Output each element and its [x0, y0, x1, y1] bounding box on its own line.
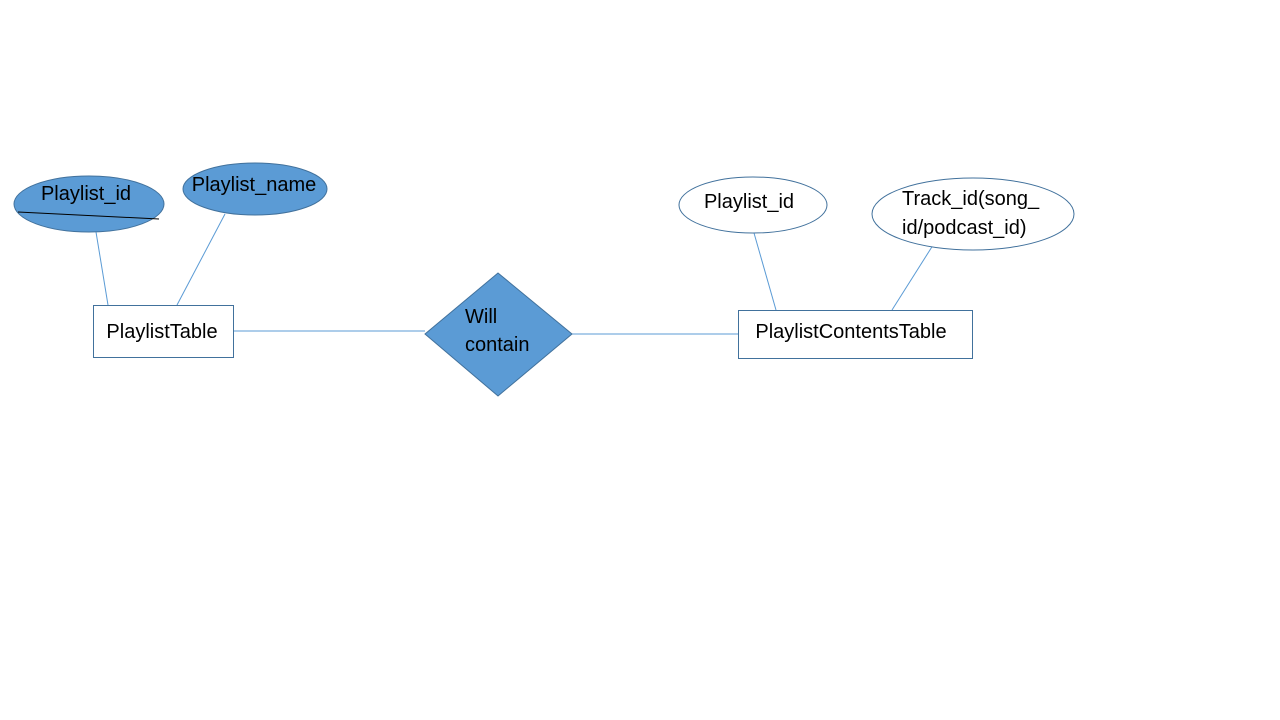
connector-playlist-id: [95, 231, 109, 306]
attribute-playlist-name-label: Playlist_name: [192, 174, 317, 196]
entity-playlist-contents-table-label: PlaylistContentsTable: [755, 321, 946, 343]
connector-contents-playlist-id: [753, 232, 777, 311]
entity-playlist-table-box: [93, 305, 234, 358]
attribute-playlist-id-shape: [13, 175, 165, 233]
attribute-playlist-name[interactable]: Playlist_name: [182, 162, 328, 216]
relationship-label-line2: contain: [465, 334, 530, 356]
entity-playlist-table-label: PlaylistTable: [106, 321, 217, 343]
attribute-contents-playlist-id-shape: [678, 176, 828, 234]
entity-playlist-contents-table[interactable]: PlaylistContentsTable: [738, 310, 973, 359]
attribute-contents-playlist-id[interactable]: Playlist_id: [678, 176, 828, 234]
entity-playlist-table[interactable]: PlaylistTable: [93, 305, 234, 358]
attribute-playlist-name-shape: [182, 162, 328, 216]
attribute-track-id-label-line2: id/podcast_id): [902, 217, 1027, 239]
attribute-track-id-shape: [871, 177, 1075, 251]
connectors: [95, 213, 936, 335]
attribute-contents-playlist-id-label: Playlist_id: [704, 191, 794, 213]
relationship-will-contain[interactable]: Will contain: [424, 272, 573, 397]
attribute-playlist-id-label: Playlist_id: [41, 183, 131, 205]
relationship-will-contain-shape: [424, 272, 573, 397]
connector-track-id: [891, 241, 936, 311]
relationship-label-line1: Will: [465, 306, 497, 328]
primary-key-underline: [17, 211, 160, 220]
entity-playlist-contents-table-box: [738, 310, 973, 359]
attribute-track-id-label-line1: Track_id(song_: [902, 188, 1040, 210]
attribute-track-id[interactable]: Track_id(song_ id/podcast_id): [871, 177, 1075, 251]
connector-playlist-name: [176, 213, 226, 306]
attribute-playlist-id[interactable]: Playlist_id: [13, 175, 165, 233]
